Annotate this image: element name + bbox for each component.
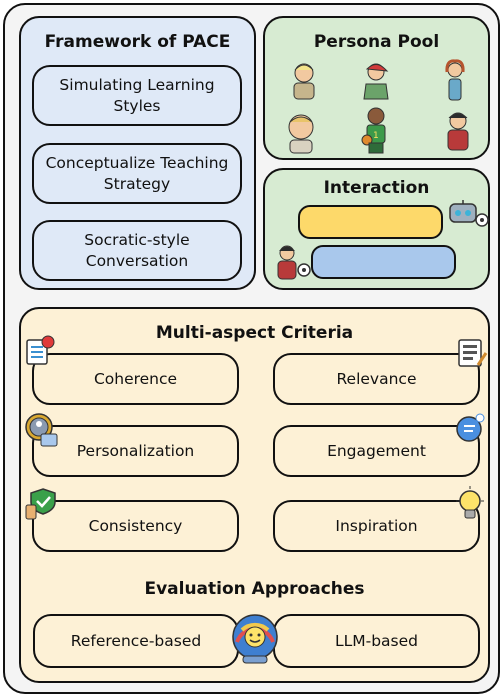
student-avatar-6: [447, 112, 469, 151]
gear-icon: [297, 263, 311, 277]
framework-item-label: Socratic-style Conversation: [84, 230, 190, 270]
gear-icon: [475, 213, 489, 227]
criterion-label: Engagement: [327, 441, 426, 460]
criterion-engagement: Engagement: [273, 425, 480, 477]
criterion-personalization: Personalization: [32, 425, 239, 477]
interaction-title: Interaction: [323, 178, 430, 198]
criterion-label: Relevance: [336, 369, 417, 388]
evaluation-label: LLM-based: [334, 631, 419, 650]
student-speech-bubble: [311, 245, 456, 279]
criterion-label: Consistency: [88, 516, 183, 535]
criterion-coherence: Coherence: [32, 353, 239, 405]
evaluation-reference-based: Reference-based: [33, 614, 239, 668]
student-avatar-4: [288, 114, 314, 154]
student-avatar-2: [363, 63, 389, 100]
framework-item-label: Simulating Learning Styles: [59, 75, 215, 115]
criterion-label: Coherence: [93, 369, 178, 388]
chat-bubble-icon: [456, 413, 485, 442]
criterion-relevance: Relevance: [273, 353, 480, 405]
person-settings-icon: [25, 413, 58, 447]
student-avatar-1: [293, 63, 315, 100]
framework-item-socratic: Socratic-style Conversation: [32, 220, 242, 281]
evaluation-label: Reference-based: [70, 631, 202, 650]
clipboard-icon: [458, 339, 488, 367]
student-avatar-5: 1: [361, 107, 386, 154]
criterion-consistency: Consistency: [32, 500, 239, 552]
persona-pool-title: Persona Pool: [313, 32, 440, 52]
teacher-speech-bubble: [298, 205, 443, 239]
framework-item-teaching-strategy: Conceptualize Teaching Strategy: [32, 143, 242, 204]
svg-text:1: 1: [373, 131, 379, 141]
student-icon: [277, 245, 297, 280]
thumbs-up-shield-icon: [25, 488, 56, 520]
criterion-label: Personalization: [76, 441, 195, 460]
criterion-inspiration: Inspiration: [273, 500, 480, 552]
framework-item-label: Conceptualize Teaching Strategy: [45, 153, 229, 193]
student-avatar-3: [445, 59, 465, 101]
checklist-icon: [26, 335, 55, 365]
criteria-title: Multi-aspect Criteria: [155, 323, 354, 343]
evaluation-title: Evaluation Approaches: [144, 579, 365, 599]
gauge-icon: [232, 614, 278, 664]
lightbulb-icon: [456, 486, 484, 519]
evaluation-llm-based: LLM-based: [273, 614, 480, 668]
criterion-label: Inspiration: [335, 516, 418, 535]
framework-item-learning-styles: Simulating Learning Styles: [32, 65, 242, 126]
robot-icon: [449, 200, 477, 223]
framework-title: Framework of PACE: [44, 32, 231, 52]
